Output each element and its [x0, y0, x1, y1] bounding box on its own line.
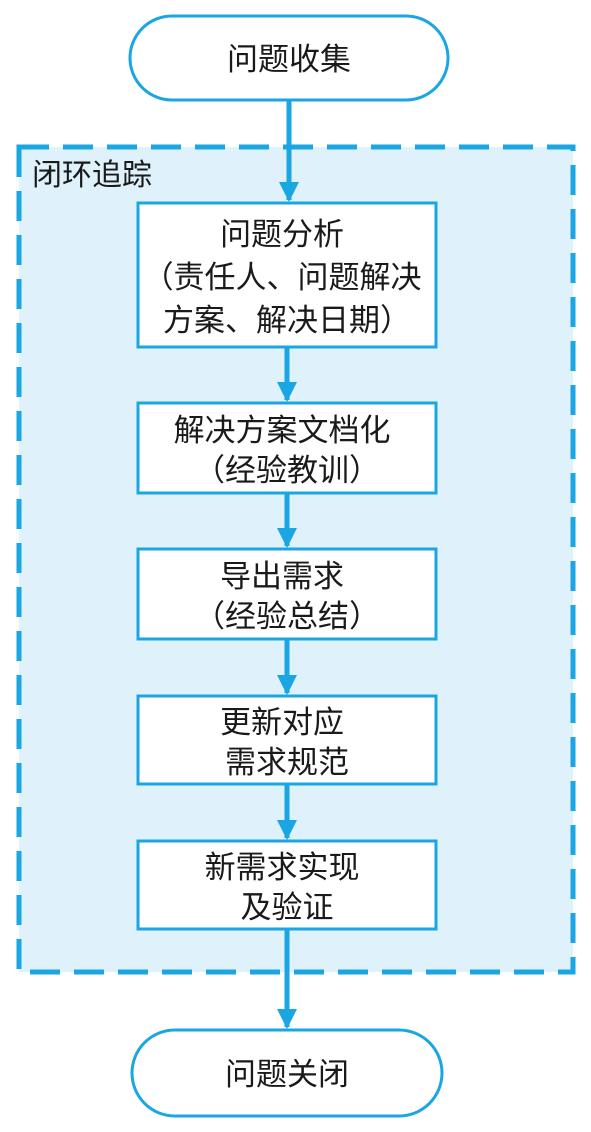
step-line: （责任人、问题解决 [143, 260, 422, 296]
connectors [277, 100, 299, 1029]
step-line: 新需求实现 [205, 850, 360, 886]
step-line: 需求规范 [225, 745, 349, 781]
start-node: 问题收集 [128, 14, 450, 102]
end-node-label: 问题关闭 [225, 1057, 349, 1093]
step-derive-requirements: 导出需求 （经验总结） [136, 547, 438, 641]
svg-text:导出需求 （经验总结）: 导出需求 （经验总结） [194, 559, 380, 635]
step-line: 问题分析 [220, 217, 344, 253]
step-line: 更新对应 [220, 705, 344, 741]
step-line: （经验总结） [194, 599, 380, 635]
step-line: 解决方案文档化 [174, 413, 391, 449]
step-solution-documentation: 解决方案文档化 （经验教训） [136, 401, 438, 495]
step-problem-analysis: 问题分析 （责任人、问题解决 方案、解决日期） [136, 201, 438, 349]
end-node: 问题关闭 [130, 1028, 444, 1118]
start-node-label: 问题收集 [227, 42, 351, 78]
step-line: （经验教训） [194, 453, 380, 489]
step-update-specification: 更新对应 需求规范 [136, 694, 438, 786]
svg-text:新需求实现 及验证: 新需求实现 及验证 [205, 850, 370, 926]
loop-tracking-title: 闭环追踪 [32, 158, 152, 193]
svg-text:解决方案文档化 （经验教训）: 解决方案文档化 （经验教训） [174, 413, 401, 489]
step-line: 及验证 [241, 890, 334, 926]
svg-text:问题分析 （责任人、问题解决 方案、: 问题分析 （责任人、问题解决 方案、解决日期） [143, 217, 432, 339]
step-line: 导出需求 [220, 559, 344, 595]
step-implement-verify: 新需求实现 及验证 [136, 839, 438, 931]
step-line: 方案、解决日期） [163, 303, 411, 339]
svg-text:更新对应 需求规范: 更新对应 需求规范 [220, 705, 354, 781]
